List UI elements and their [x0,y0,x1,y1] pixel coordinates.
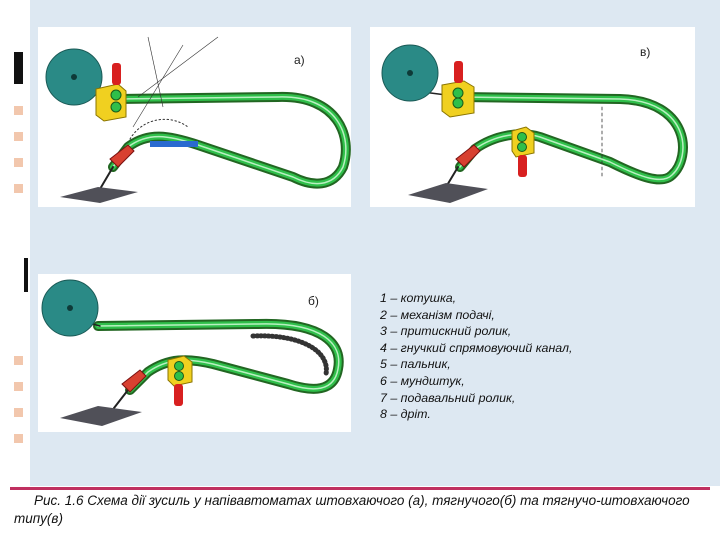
accent-square [14,132,23,141]
figure-c-label: в) [640,45,651,59]
accent-square [14,184,23,193]
legend-item: 2 – механізм подачі, [380,307,495,322]
figure-b-label: б) [308,294,319,308]
figure-a-push-type: а) [38,27,351,207]
legend-item: 6 – мундштук, [380,373,465,388]
accent-bar-left [24,258,28,292]
accent-bar-top [14,52,23,84]
divider-rule [10,487,710,490]
figure-a-label: а) [294,53,305,67]
figure-caption: Рис. 1.6 Схема дії зусиль у напівавтомат… [14,493,690,526]
figure-c-push-pull-type: в) [370,27,695,207]
legend-item: 8 – дріт. [380,407,431,422]
accent-square [14,382,23,391]
component-legend: 1 – котушка, 2 – механізм подачі, 3 – пр… [380,290,690,423]
accent-square [14,408,23,417]
legend-item: 5 – пальник, [380,357,451,372]
accent-square [14,434,23,443]
legend-item: 3 – притискний ролик, [380,324,512,339]
legend-item: 7 – подавальний ролик, [380,390,516,405]
accent-square [14,356,23,365]
figure-b-pull-type: б) [38,274,351,432]
legend-item: 1 – котушка, [380,291,457,305]
accent-square [14,106,23,115]
accent-square [14,158,23,167]
legend-item: 4 – гнучкий спрямовуючий канал, [380,340,573,355]
